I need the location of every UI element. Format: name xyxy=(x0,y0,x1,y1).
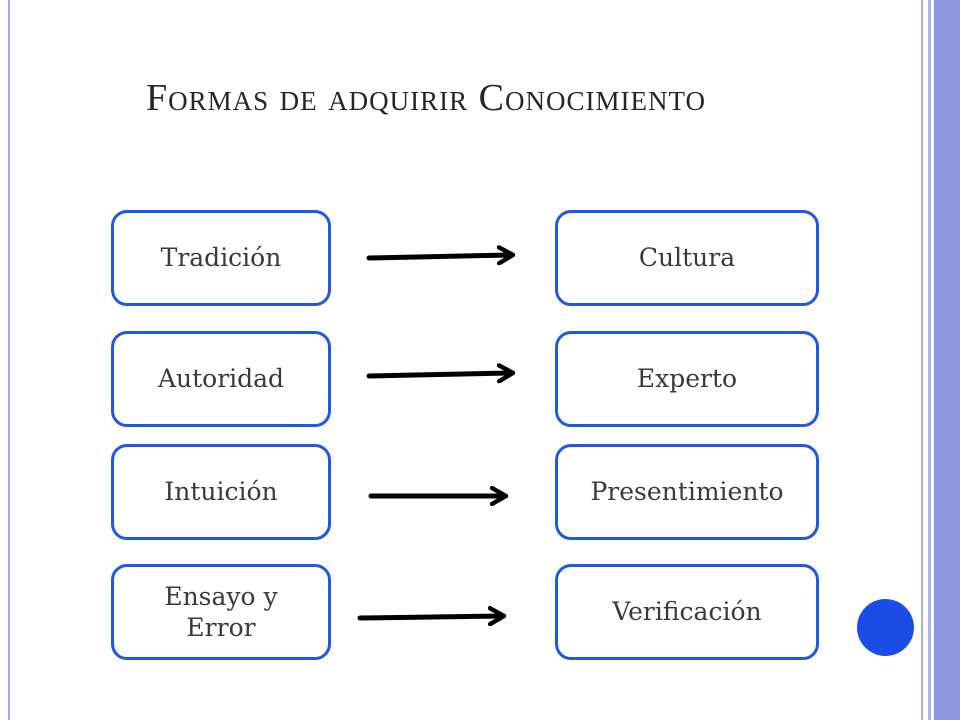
target-box-presentimiento: Presentimiento xyxy=(555,444,819,540)
slide-frame-left-border xyxy=(8,0,10,720)
source-box-tradicion: Tradición xyxy=(111,210,331,306)
slide-frame-right-border xyxy=(918,0,960,720)
source-box-intuicion: Intuición xyxy=(111,444,331,540)
source-label: Intuición xyxy=(164,477,278,507)
source-box-autoridad: Autoridad xyxy=(111,331,331,427)
target-box-cultura: Cultura xyxy=(555,210,819,306)
source-label: Autoridad xyxy=(157,364,285,394)
right-arrow-icon xyxy=(366,255,511,258)
slide-title: Formas de adquirir Conocimiento xyxy=(146,77,706,119)
circle-dot-icon xyxy=(857,599,914,656)
target-label: Experto xyxy=(636,364,738,394)
right-arrow-icon xyxy=(357,616,502,618)
target-box-experto: Experto xyxy=(555,331,819,427)
target-box-verificacion: Verificación xyxy=(555,564,819,660)
target-label: Verificación xyxy=(612,597,762,627)
target-label: Presentimiento xyxy=(590,477,784,507)
right-arrow-icon xyxy=(366,373,511,376)
source-label: Tradición xyxy=(160,243,282,273)
target-label: Cultura xyxy=(638,243,736,273)
source-box-ensayo-y-error: Ensayo y Error xyxy=(111,564,331,660)
source-label: Ensayo y Error xyxy=(164,581,278,642)
